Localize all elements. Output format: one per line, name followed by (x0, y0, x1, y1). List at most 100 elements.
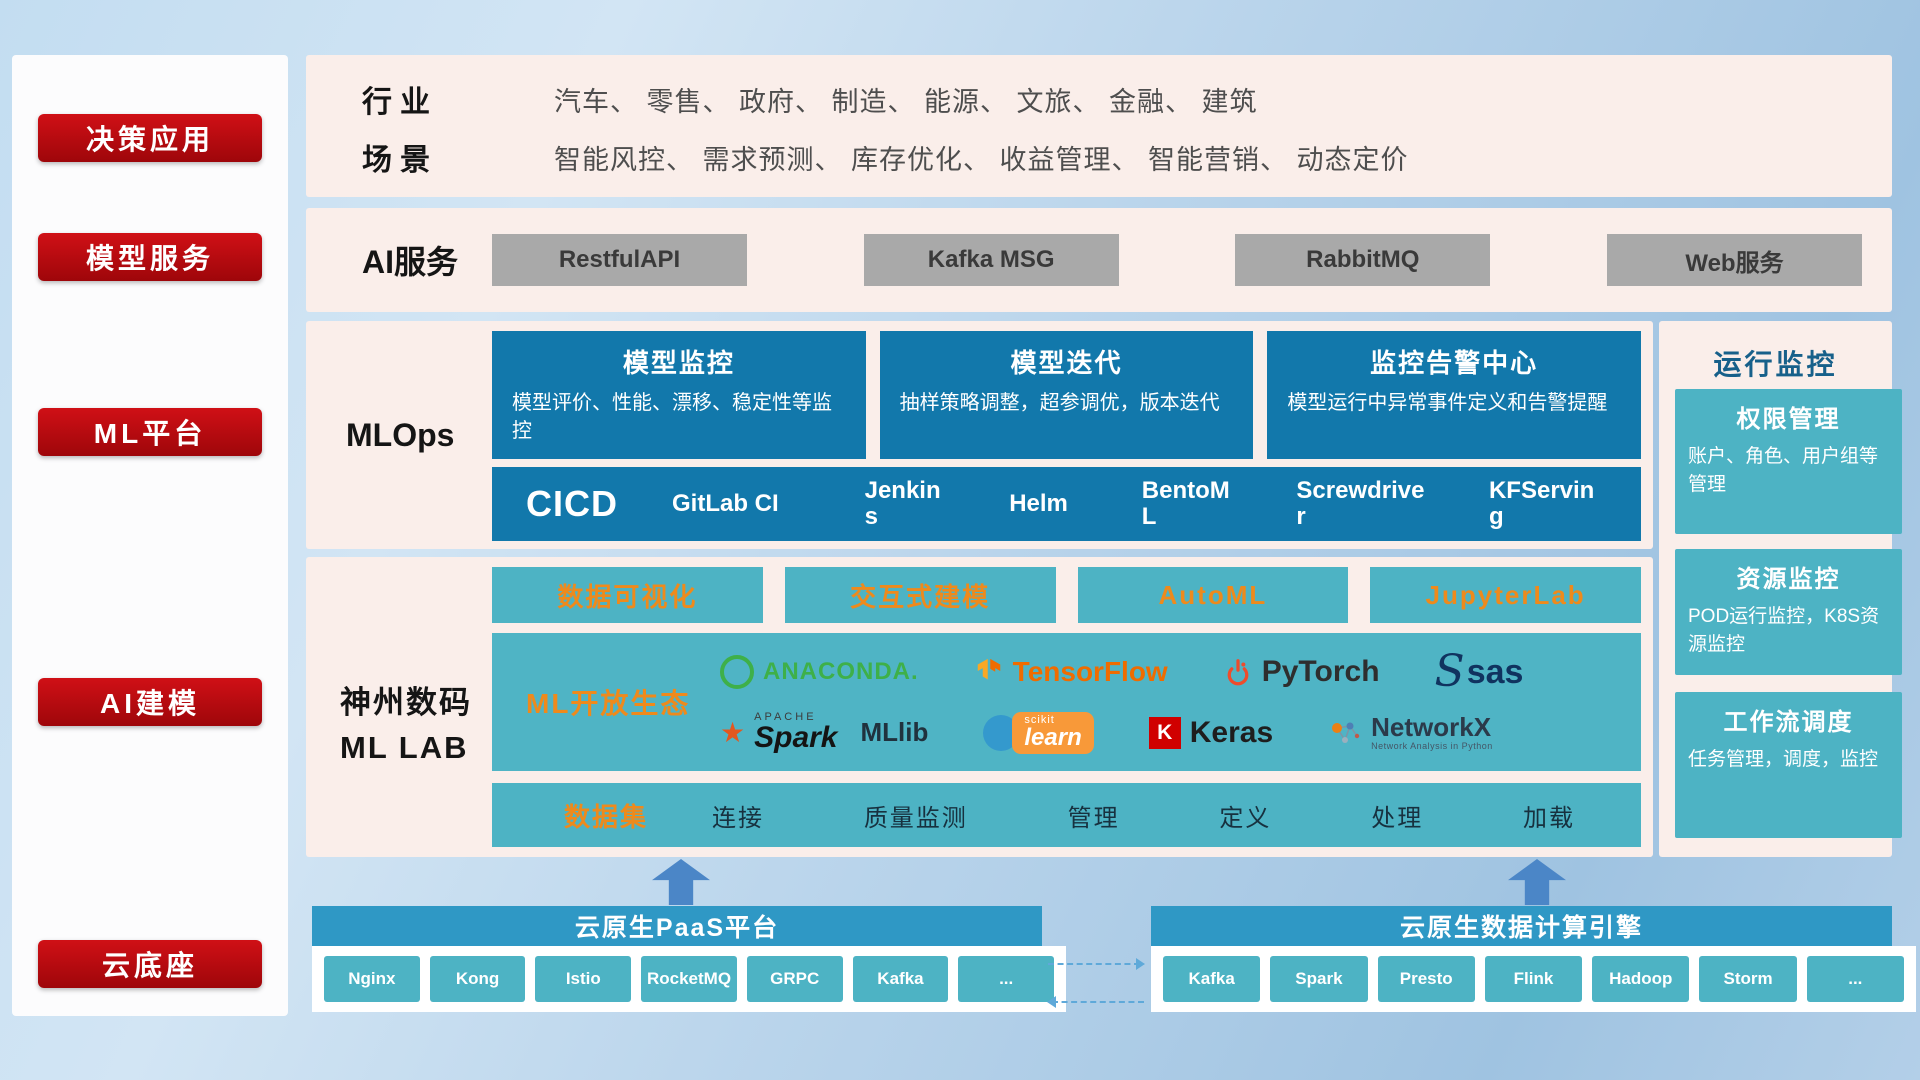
card-body: 任务管理，调度，监控 (1688, 749, 1879, 770)
industry-scenario-panel: 行业 汽车、 零售、 政府、 制造、 能源、 文旅、 金融、 建筑 场景 智能风… (306, 55, 1892, 197)
cicd-label: CICD (526, 483, 618, 524)
alert-center-card: 监控告警中心 模型运行中异常事件定义和告警提醒 (1267, 331, 1642, 459)
chip-rocketmq[interactable]: RocketMQ (641, 956, 737, 1002)
chip-kafka[interactable]: Kafka (1163, 956, 1261, 1002)
up-arrow-left-icon (652, 859, 710, 905)
cicd-bar: CICD GitLab CI Jenkins Helm BentoML Scre… (492, 467, 1641, 541)
pytorch-logo: PyTorch (1223, 655, 1380, 689)
keras-logo: K Keras (1148, 716, 1273, 750)
chip-nginx[interactable]: Nginx (324, 956, 420, 1002)
scikit-learn-wordmark-group: scikit learn (1012, 711, 1094, 754)
sas-wordmark: sas (1466, 652, 1524, 691)
sidebar-item-cloud-base[interactable]: 云底座 (38, 940, 262, 988)
keras-icon: K (1148, 716, 1181, 749)
mllab-label-line2: ML LAB (340, 729, 469, 765)
tensorflow-icon (977, 659, 1000, 680)
scikit-learn-wordmark: learn (1024, 723, 1082, 751)
mllib-wordmark: MLlib (860, 717, 929, 748)
industry-row: 行业 汽车、 零售、 政府、 制造、 能源、 文旅、 金融、 建筑 (362, 77, 1258, 121)
up-arrow-right-icon (1508, 859, 1566, 905)
chip-spark[interactable]: Spark (1270, 956, 1368, 1002)
mllab-label-line1: 神州数码 (340, 685, 472, 720)
industry-list: 汽车、 零售、 政府、 制造、 能源、 文旅、 金融、 建筑 (554, 86, 1258, 117)
jupyterlab-button[interactable]: JupyterLab (1370, 567, 1641, 623)
sidebar-item-ai-modeling[interactable]: AI建模 (38, 678, 262, 726)
chip-grpc[interactable]: GRPC (746, 956, 843, 1002)
chip-kafka[interactable]: Kafka (852, 956, 949, 1002)
automl-button[interactable]: AutoML (1077, 567, 1349, 623)
networkx-icon (1332, 722, 1360, 743)
chip-presto[interactable]: Presto (1377, 956, 1475, 1002)
cicd-item-helm: Helm (1009, 489, 1068, 517)
dataset-item-define: 定义 (1219, 804, 1272, 832)
anaconda-icon (720, 655, 754, 690)
web-service-button[interactable]: Web服务 (1606, 234, 1862, 286)
data-visualization-button[interactable]: 数据可视化 (492, 567, 763, 623)
card-title: 资源监控 (1736, 566, 1841, 593)
anaconda-wordmark: ANACONDA. (763, 658, 919, 686)
networkx-subtitle: Network Analysis in Python (1371, 741, 1493, 751)
ml-open-ecosystem-box: ML开放生态 ANACONDA. TensorFlow (492, 633, 1641, 771)
dataset-item-manage: 管理 (1067, 804, 1120, 832)
dataset-item-process: 处理 (1371, 804, 1424, 832)
cicd-item-gitlab-ci: GitLab CI (672, 489, 779, 517)
cloud-paas-bar: 云原生PaaS平台 (312, 906, 1042, 946)
workflow-scheduling-card: 工作流调度 任务管理，调度，监控 (1675, 692, 1902, 838)
pytorch-icon (1227, 659, 1249, 686)
chip-storm[interactable]: Storm (1699, 956, 1797, 1002)
card-body: 抽样策略调整，超参调优，版本迭代 (899, 392, 1220, 414)
permission-management-card: 权限管理 账户、角色、用户组等管理 (1675, 389, 1902, 534)
sidebar-item-model-service[interactable]: 模型服务 (38, 233, 262, 281)
networkx-logo: NetworkX Network Analysis in Python (1328, 713, 1493, 751)
ecosystem-logos: ANACONDA. TensorFlow (720, 633, 1633, 771)
cloud-data-engine-bar: 云原生数据计算引擎 (1151, 906, 1892, 946)
networkx-wordmark-group: NetworkX Network Analysis in Python (1371, 713, 1493, 751)
scenario-row: 场景 智能风控、 需求预测、 库存优化、 收益管理、 智能营销、 动态定价 (362, 135, 1409, 179)
sidebar-item-ml-platform[interactable]: ML平台 (38, 408, 262, 456)
ai-service-buttons: RestfulAPI Kafka MSG RabbitMQ Web服务 (492, 234, 1862, 286)
rabbitmq-button[interactable]: RabbitMQ (1235, 234, 1491, 286)
sidebar-item-decision-app[interactable]: 决策应用 (38, 114, 262, 162)
chip-more[interactable]: ... (958, 956, 1055, 1002)
scenario-list: 智能风控、 需求预测、 库存优化、 收益管理、 智能营销、 动态定价 (554, 144, 1409, 175)
mllab-tools-row: 数据可视化 交互式建模 AutoML JupyterLab (492, 567, 1641, 623)
restfulapi-button[interactable]: RestfulAPI (492, 234, 747, 286)
layer-sidebar: 决策应用 模型服务 ML平台 AI建模 云底座 (12, 55, 288, 1016)
card-body: 模型评价、性能、漂移、稳定性等监控 (512, 392, 832, 442)
card-body: 账户、角色、用户组等管理 (1688, 446, 1879, 495)
cicd-item-kfserving: KFServing (1488, 476, 1595, 530)
card-title: 工作流调度 (1723, 709, 1854, 736)
dataset-item-load: 加载 (1523, 804, 1575, 832)
spark-mllib-logo: ★ APACHE Spark MLlib (720, 712, 928, 753)
chip-more[interactable]: ... (1806, 956, 1904, 1002)
run-monitoring-title: 运行监控 (1713, 349, 1838, 380)
tensorflow-wordmark: TensorFlow (1012, 656, 1168, 688)
pytorch-wordmark: PyTorch (1261, 655, 1380, 689)
dataset-item-connect: 连接 (712, 804, 765, 832)
dataset-label: 数据集 (564, 801, 649, 832)
cicd-items: GitLab CI Jenkins Helm BentoML Screwdriv… (672, 476, 1595, 531)
mlops-panel: MLOps 模型监控 模型评价、性能、漂移、稳定性等监控 模型迭代 抽样策略调整… (306, 321, 1653, 549)
card-body: 模型运行中异常事件定义和告警提醒 (1287, 392, 1608, 414)
paas-components-strip: Nginx Kong Istio RocketMQ GRPC Kafka ... (312, 946, 1066, 1012)
chip-istio[interactable]: Istio (535, 956, 632, 1002)
chip-hadoop[interactable]: Hadoop (1592, 956, 1690, 1002)
sas-icon: S (1434, 646, 1465, 698)
sas-logo: S sas (1435, 650, 1524, 694)
mlops-label: MLOps (346, 417, 455, 453)
resource-monitoring-card: 资源监控 POD运行监控，K8S资源监控 (1675, 549, 1902, 675)
card-title: 模型监控 (622, 348, 735, 378)
chip-kong[interactable]: Kong (429, 956, 526, 1002)
spark-star-icon: ★ (720, 716, 746, 748)
chip-flink[interactable]: Flink (1484, 956, 1583, 1002)
cicd-item-bentoml: BentoML (1141, 476, 1230, 530)
mlops-cards: 模型监控 模型评价、性能、漂移、稳定性等监控 模型迭代 抽样策略调整，超参调优，… (492, 331, 1642, 459)
ai-service-label: AI服务 (362, 244, 459, 280)
run-monitoring-panel: 运行监控 权限管理 账户、角色、用户组等管理 资源监控 POD运行监控，K8S资… (1659, 321, 1902, 857)
card-body: POD运行监控，K8S资源监控 (1688, 606, 1880, 655)
interactive-modeling-button[interactable]: 交互式建模 (784, 567, 1056, 623)
ml-open-ecosystem-label: ML开放生态 (526, 688, 691, 719)
kafka-msg-button[interactable]: Kafka MSG (863, 234, 1119, 286)
apache-caption: APACHE (754, 711, 817, 724)
